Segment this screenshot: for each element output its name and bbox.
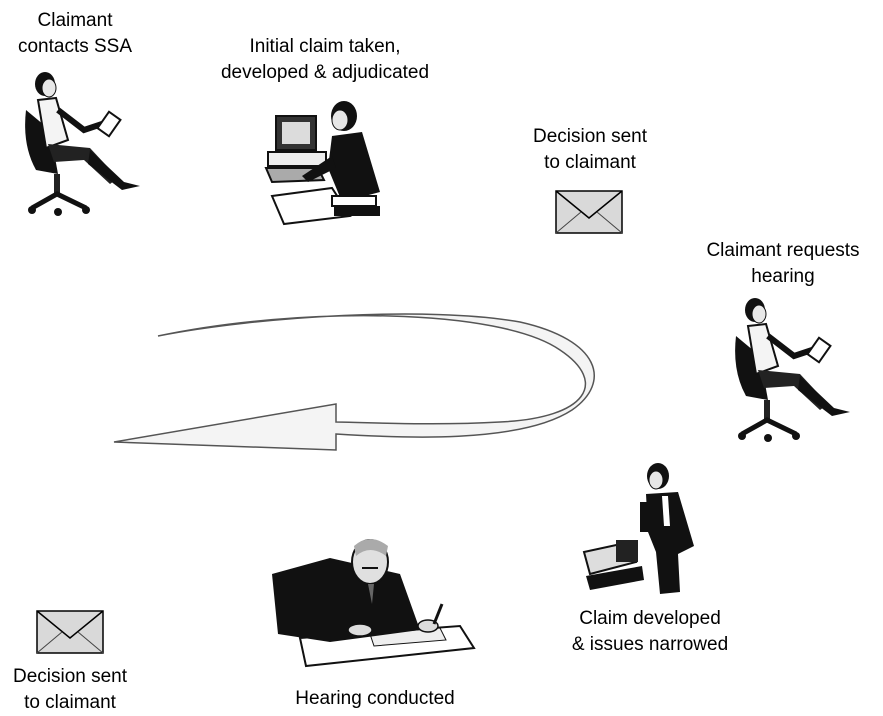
- clerk-at-computer-icon: [264, 101, 380, 226]
- envelope-icon: [36, 610, 104, 654]
- label-hearing-conducted: Hearing conducted: [295, 688, 455, 709]
- label-claimant-contacts-ssa: Claimant contacts SSA: [17, 10, 133, 57]
- label-decision-sent-top: Decision sent to claimant: [532, 126, 648, 173]
- label-initial-claim: Initial claim taken, developed & adjudic…: [220, 36, 430, 83]
- label-claim-developed: Claim developed & issues narrowed: [571, 608, 729, 655]
- label-decision-sent-bottom: Decision sent to claimant: [12, 666, 128, 713]
- judge-writing-icon: [272, 539, 476, 668]
- seated-claimant-icon: [25, 72, 140, 216]
- seated-claimant-icon: [735, 298, 850, 442]
- label-claimant-requests-hearing: Claimant requests hearing: [706, 240, 860, 287]
- envelope-icon: [555, 190, 623, 234]
- process-flow-arrow: [113, 313, 595, 451]
- phone-caller-icon: [582, 463, 694, 594]
